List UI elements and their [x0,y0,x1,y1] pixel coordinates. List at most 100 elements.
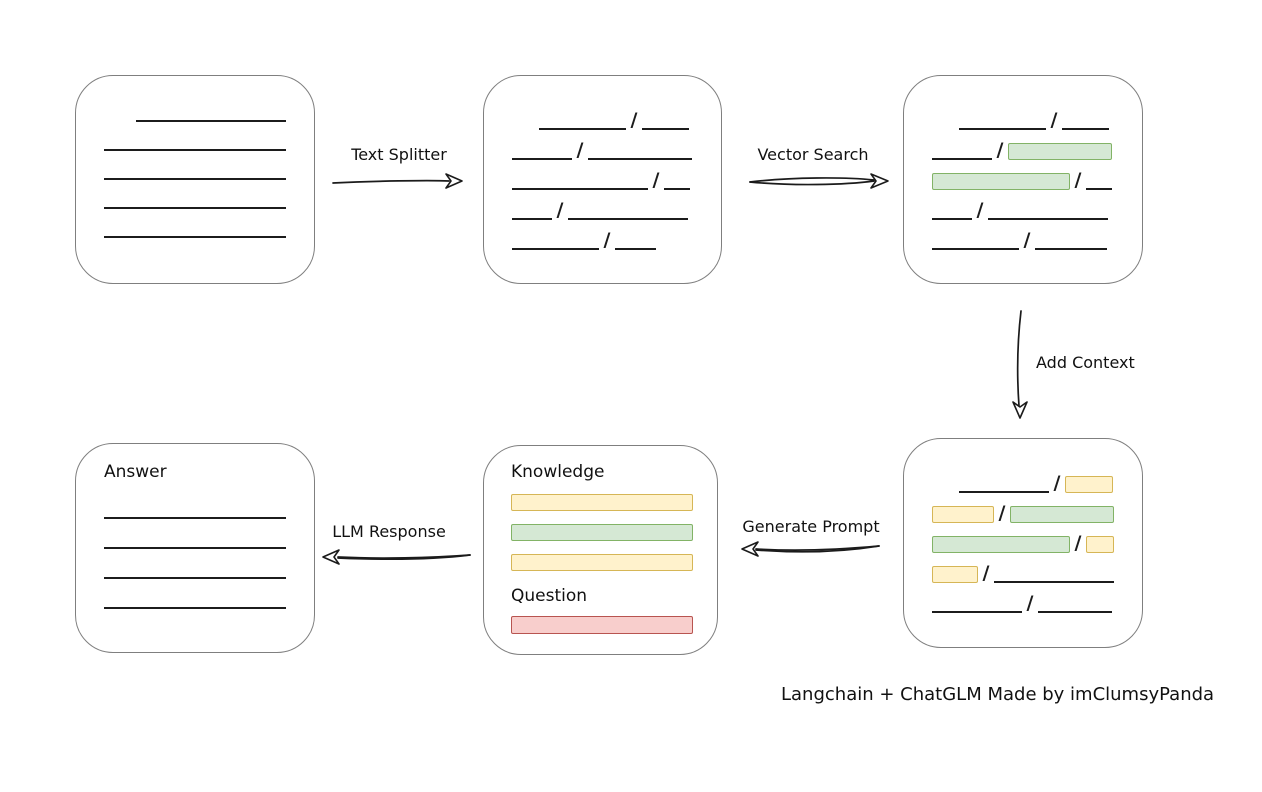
text-line [1035,248,1107,250]
text-splitter-label: Text Splitter [351,145,447,164]
arrowhead-down-icon [1012,401,1028,419]
llm-response-label: LLM Response [332,522,446,541]
box-row [104,484,286,519]
text-line [932,158,992,160]
box-row: / [512,190,693,220]
box-row: / [932,220,1114,250]
highlight-bar-yellow [932,506,994,523]
slash-separator: / [630,109,638,131]
box-row: / [932,553,1114,583]
box-row [511,494,693,511]
text-line [104,178,286,180]
vector-search-arrow [749,173,889,189]
highlight-bar-red [511,616,693,634]
slash-separator: / [1074,169,1082,191]
box-row [104,549,286,579]
slash-separator: / [996,139,1004,161]
spacer [104,121,136,122]
text-line [539,128,626,130]
text-splitter-arrow [332,173,463,189]
highlight-bar-green [932,536,1070,553]
slash-separator: / [1023,229,1031,251]
highlight-bar-yellow [511,554,693,571]
generate-prompt-label: Generate Prompt [742,517,880,536]
highlight-bar-yellow [1065,476,1113,493]
spacer [512,129,539,130]
text-line [959,491,1049,493]
box-row: / [932,190,1114,220]
arrowhead-left-icon [322,549,340,565]
box-row [104,579,286,609]
box-row: / [932,160,1114,190]
box-row: / [512,130,693,160]
text-line [932,218,972,220]
slash-separator: / [1050,109,1058,131]
highlight-bar-yellow [932,566,978,583]
box-row: / [932,100,1114,130]
text-line [104,517,286,519]
text-line [104,149,286,151]
box-row [104,180,286,209]
box-row: / [932,583,1114,613]
box-row: / [512,220,693,250]
text-line [104,547,286,549]
text-line [104,236,286,238]
text-line [615,248,656,250]
text-line [568,218,688,220]
box-row: / [932,523,1114,553]
highlight-bar-green [932,173,1070,190]
text-line [642,128,689,130]
text-line [664,188,690,190]
box-row: Knowledge [511,460,691,484]
box-row [104,93,286,122]
text-line [932,248,1019,250]
text-line [512,158,572,160]
vector-search-label: Vector Search [757,145,869,164]
slash-separator: / [998,502,1006,524]
arrowhead-left-icon [741,541,759,557]
vector-match-box: / / / / / [903,75,1143,284]
text-line [994,581,1114,583]
slash-separator: / [556,199,564,221]
box-row [104,122,286,151]
text-line [988,218,1108,220]
text-line [932,611,1022,613]
slash-separator: / [976,199,984,221]
arrowhead-right-icon [870,173,889,189]
box-row [511,554,693,571]
spacer [932,492,959,493]
context-box: ///// [903,438,1143,648]
text-line [1086,188,1112,190]
slash-separator: / [982,562,990,584]
box-row [104,209,286,238]
generate-prompt-arrow [741,541,880,557]
text-line [136,120,286,122]
box-row: Question [511,584,691,608]
slash-separator: / [603,229,611,251]
text-line [1062,128,1109,130]
question-label: Question [511,586,588,606]
document-box [75,75,315,284]
highlight-bar-green [511,524,693,541]
box-row [104,519,286,549]
box-row: Answer [104,460,284,484]
highlight-bar-yellow [1086,536,1114,553]
box-row [511,616,693,634]
spacer [932,129,959,130]
add-context-arrow [1012,310,1028,419]
highlight-bar-green [1010,506,1114,523]
highlight-bar-yellow [511,494,693,511]
slash-separator: / [1053,472,1061,494]
text-line [104,207,286,209]
box-row: / [512,160,693,190]
add-context-label: Add Context [1036,353,1135,372]
box-row: / [512,100,693,130]
answer-label: Answer [104,462,167,482]
split-chunks-box: ///// [483,75,722,284]
text-line [1038,611,1112,613]
diagram-caption: Langchain + ChatGLM Made by imClumsyPand… [781,684,1215,705]
text-line [512,218,552,220]
slash-separator: / [576,139,584,161]
